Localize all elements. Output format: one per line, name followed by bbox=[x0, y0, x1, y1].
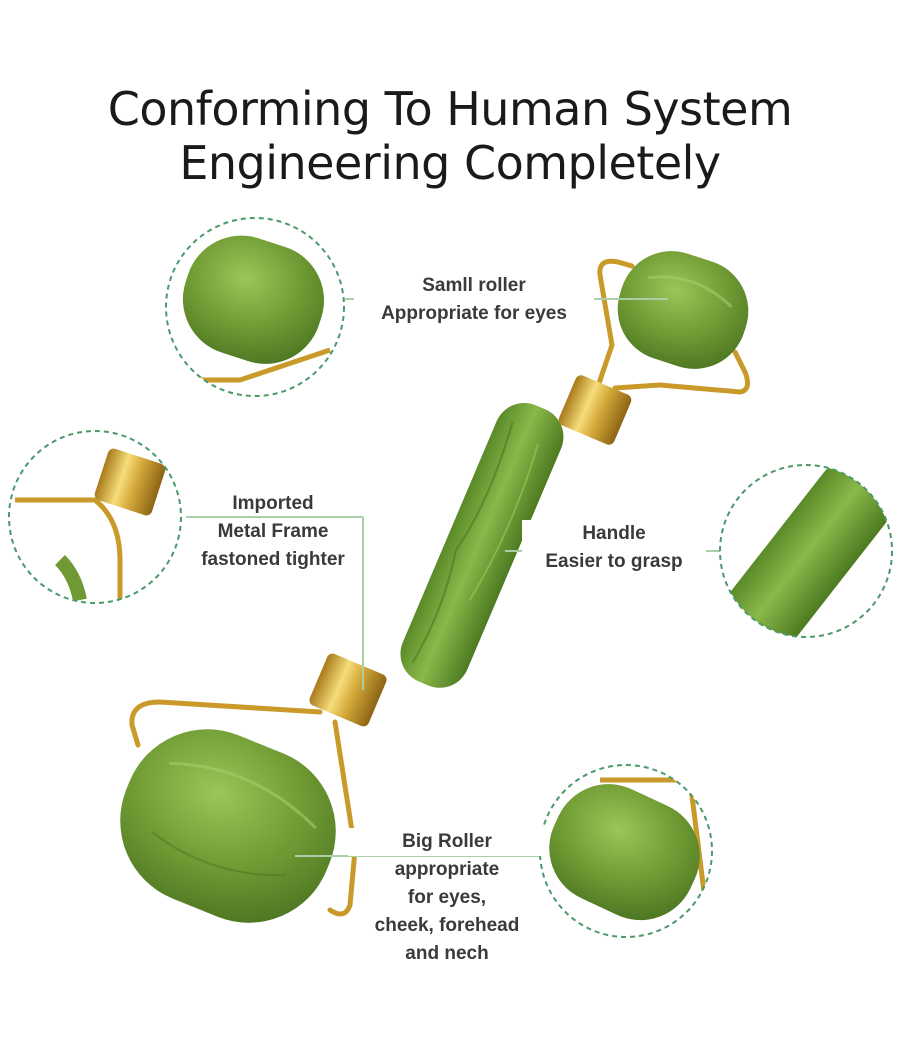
small-roller-detail bbox=[165, 217, 345, 397]
callout-big-roller-line-3: for eyes, bbox=[407, 887, 487, 908]
callout-big-roller-line-1: Big Roller bbox=[348, 828, 546, 856]
jade-roller bbox=[120, 251, 751, 923]
callout-metal-frame: Imported Metal Frame fastoned tighter bbox=[178, 490, 368, 574]
metal-frame-detail bbox=[8, 430, 182, 604]
callout-metal-frame-line-3: fastoned tighter bbox=[201, 549, 345, 570]
page-title-line-2: Engineering Completely bbox=[179, 136, 721, 190]
callout-metal-frame-line-1: Imported bbox=[232, 493, 314, 514]
big-roller-detail bbox=[539, 764, 713, 938]
page-title-line-1: Conforming To Human System bbox=[107, 82, 793, 136]
callout-handle-line-2: Easier to grasp bbox=[545, 551, 683, 572]
callout-small-roller-line-1: Samll roller bbox=[422, 275, 526, 296]
handle-detail bbox=[719, 464, 893, 638]
callout-big-roller-line-4: cheek, forehead bbox=[374, 915, 520, 936]
callout-handle: Handle Easier to grasp bbox=[522, 520, 706, 576]
callout-big-roller: Big Roller appropriate for eyes, cheek, … bbox=[348, 828, 546, 968]
callout-handle-line-1: Handle bbox=[582, 523, 646, 544]
callout-big-roller-line-5: and nech bbox=[405, 943, 489, 964]
callout-small-roller-line-2: Appropriate for eyes bbox=[381, 303, 567, 324]
callout-small-roller: Samll roller Appropriate for eyes bbox=[354, 272, 594, 328]
callout-big-roller-line-2: appropriate bbox=[394, 859, 500, 880]
callout-metal-frame-line-2: Metal Frame bbox=[217, 521, 329, 542]
